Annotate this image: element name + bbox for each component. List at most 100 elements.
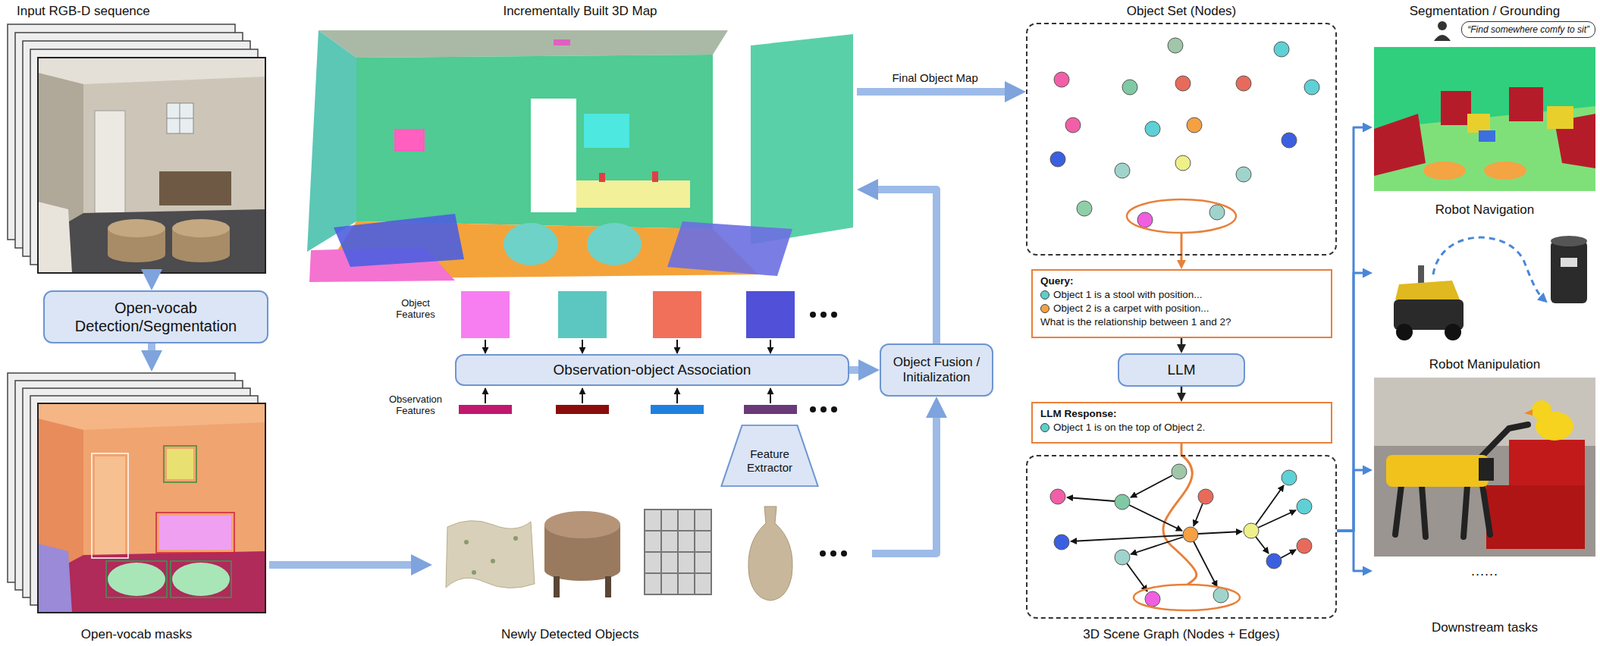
object-feature-squares-part xyxy=(652,291,702,339)
panel-title: Robot Navigation xyxy=(1433,201,1537,219)
detected-objects xyxy=(445,506,848,601)
text-label: Object Features xyxy=(386,298,445,321)
mask-room-image xyxy=(37,403,266,613)
detected-objects-part xyxy=(605,576,612,598)
dashed-group: Object Set (Nodes) xyxy=(1025,3,1337,256)
detected-objects-part xyxy=(840,550,848,557)
map-panel: Incrementally Built 3D Map xyxy=(303,3,857,285)
text-row: Object 2 is a carpet with position... xyxy=(1040,301,1324,316)
node-label: ...... xyxy=(1471,563,1499,580)
manipulation-photo-part xyxy=(1509,439,1585,493)
point-cloud-map-part xyxy=(599,172,606,182)
object-set-nodes-part xyxy=(1304,79,1320,95)
scene-graph-part-part xyxy=(1255,536,1269,554)
object-set-nodes-part xyxy=(1145,121,1161,137)
object-set-nodes-part xyxy=(1054,72,1070,88)
segmentation-image-part xyxy=(1437,21,1447,31)
objects-panel: Newly Detected Objects xyxy=(432,494,873,644)
scene-graph-part xyxy=(1163,454,1197,585)
scene-graph-part-part xyxy=(1054,534,1070,550)
object-set-nodes-part xyxy=(1175,155,1191,171)
text-label: Downstream tasks xyxy=(1372,620,1597,636)
object-set-nodes-part xyxy=(1050,151,1066,167)
object-feature-squares-part-part xyxy=(769,339,772,354)
query-box: Query:Object 1 is a stool with position.… xyxy=(1031,269,1333,339)
manipulation-photo-part xyxy=(1531,400,1552,421)
llm-box: LLM xyxy=(1117,353,1246,387)
connector xyxy=(147,343,156,359)
scene-graph-part-part xyxy=(1145,591,1161,607)
dashed-outline xyxy=(1025,22,1337,256)
detected-objects-part xyxy=(644,509,712,595)
object-set-nodes-part xyxy=(1273,41,1290,57)
node-label: Observation-object Association xyxy=(553,361,752,380)
mask-room-image-part xyxy=(106,561,167,598)
rgb-room-image-part xyxy=(159,171,232,206)
scene-graph-part-part xyxy=(1171,464,1187,480)
response-box: LLM Response:Object 1 is on the top of O… xyxy=(1031,401,1333,444)
connector xyxy=(1336,272,1367,531)
edge-label: Final Object Map xyxy=(889,71,980,85)
point-cloud-map-part xyxy=(553,39,571,46)
observation-feature-bars xyxy=(458,388,838,415)
dashed-group: 3D Scene Graph (Nodes + Edges) xyxy=(1025,454,1337,644)
node-label: Object Fusion / Initialization xyxy=(887,354,986,386)
scene-graph-part xyxy=(1133,584,1240,611)
object-set-nodes-part xyxy=(1180,232,1183,256)
object-feature-squares-part xyxy=(461,291,510,339)
observation-feature-bars-part-part xyxy=(484,388,487,404)
mask-room-image-part xyxy=(37,403,266,613)
connector xyxy=(269,561,420,569)
connector xyxy=(1336,127,1367,531)
scene-graph-part-part xyxy=(1258,510,1296,528)
segmentation-image-part xyxy=(1478,130,1496,142)
connector xyxy=(869,189,937,344)
process-box: Observation-object Association xyxy=(454,354,850,386)
object-set-nodes-part xyxy=(1281,132,1297,148)
point-cloud-map-part xyxy=(583,113,630,148)
object-set-nodes-part xyxy=(1126,199,1237,233)
object-set-nodes-part xyxy=(1209,204,1225,220)
panel-title: Newly Detected Objects xyxy=(498,626,641,644)
point-cloud-map-part xyxy=(307,30,357,252)
detected-objects-part xyxy=(471,570,477,575)
manipulation-photo-part-part xyxy=(1482,485,1491,535)
scene-graph-part-part xyxy=(1129,505,1183,531)
mask-room-image-part xyxy=(159,515,232,550)
connector xyxy=(1180,386,1183,397)
object-feature-squares-part xyxy=(820,311,827,318)
manipulation-photo-part xyxy=(1486,485,1585,550)
detected-objects-part xyxy=(513,536,518,541)
observation-feature-bars-part xyxy=(809,406,816,413)
connector xyxy=(1180,255,1183,264)
object-feature-squares-part xyxy=(485,339,771,354)
observation-feature-bars-part xyxy=(831,406,838,413)
rgb-room-image-part xyxy=(94,110,126,214)
detected-objects-part xyxy=(490,558,496,564)
rgb-room-image-part xyxy=(172,219,230,238)
scene-graph-part-part xyxy=(1213,587,1229,603)
navigation-image-part xyxy=(1560,257,1578,267)
segmentation-image-part xyxy=(1374,47,1596,192)
detected-objects-part xyxy=(644,509,712,595)
box-text: Object 2 is a carpet with position... xyxy=(1053,301,1210,316)
object-feature-squares-part-part xyxy=(676,339,678,354)
object-set-nodes-part xyxy=(1175,75,1191,91)
object-set-nodes-part xyxy=(1114,163,1130,179)
scene-graph-part-part xyxy=(1193,541,1218,587)
point-cloud-map-part xyxy=(667,221,793,277)
scene-graph-part-part xyxy=(1114,549,1130,565)
segmentation-image-part xyxy=(1546,106,1574,129)
point-cloud-map-part xyxy=(652,171,659,182)
object-set-nodes xyxy=(1050,37,1320,256)
object-dot xyxy=(1040,290,1050,300)
connector xyxy=(1180,443,1183,455)
rgb-room-image-part xyxy=(172,247,230,263)
connector xyxy=(856,87,1014,96)
rgb-room-image-part xyxy=(107,247,166,263)
detected-objects-part xyxy=(445,520,535,589)
process-box: Open-vocab Detection/Segmentation xyxy=(43,290,269,344)
rgb-room-image-part xyxy=(37,201,73,273)
object-set-nodes-part xyxy=(1137,212,1153,228)
